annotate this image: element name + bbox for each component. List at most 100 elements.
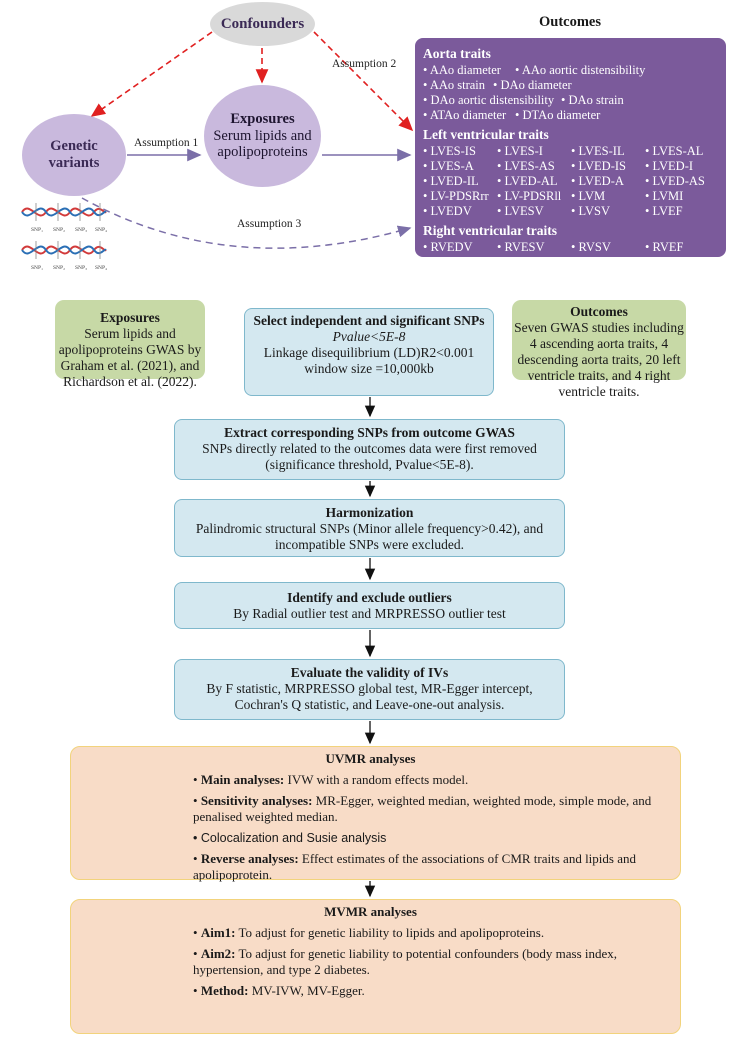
step-extract-snps: Extract corresponding SNPs from outcome … xyxy=(174,419,565,480)
exposures-box-title: Exposures xyxy=(100,310,160,325)
exposures-node-title: Exposures xyxy=(230,110,295,127)
snp-label: SNP₃ xyxy=(75,227,87,233)
mvmr-panel: MVMR analyses • Aim1: To adjust for gene… xyxy=(70,899,681,1034)
diagram-connectors: SNP₁ SNP₂ SNP₃ SNP₄ SNP₁ SNP₂ SNP₃ SNP₄ xyxy=(21,31,414,271)
left-ventricular-trait-item: • LVES-AL xyxy=(645,144,704,158)
left-ventricular-trait-item: • LVED-AL xyxy=(497,174,558,188)
step-harmonization-line1: Palindromic structural SNPs (Minor allel… xyxy=(195,521,544,536)
left-ventricular-trait-item: • LVESV xyxy=(497,204,544,218)
snp-label: SNP₃ xyxy=(75,265,87,271)
step-harmonization-title: Harmonization xyxy=(325,505,414,520)
left-ventricular-trait-item: • LV-PDSRrr xyxy=(423,189,489,203)
step-select-snps-line3: window size =10,000kb xyxy=(304,361,434,376)
left-ventricular-trait-item: • LVED-AS xyxy=(645,174,705,188)
left-ventricular-trait-item: • LVSV xyxy=(571,204,611,218)
snp-label: SNP₂ xyxy=(53,227,65,233)
genetic-variants-node: Genetic variants xyxy=(22,114,126,196)
left-ventricular-trait-item: • LVED-IL xyxy=(423,174,479,188)
step-outliers-line1: By Radial outlier test and MRPRESSO outl… xyxy=(233,606,506,621)
uvmr-main-analyses: • Main analyses: IVW with a random effec… xyxy=(193,772,469,787)
confounders-label: Confounders xyxy=(220,15,305,32)
snp-label: SNP₄ xyxy=(95,265,107,271)
right-ventricular-trait-item: • RVEDV xyxy=(423,240,473,254)
right-ventricular-trait-item: • RVEF xyxy=(645,240,684,254)
exposures-box-text: Serum lipids and apolipoproteins GWAS by… xyxy=(58,326,202,389)
aorta-traits-list: • AAo diameter • AAo aortic distensibilit… xyxy=(423,63,720,123)
confounders-node: Confounders xyxy=(210,2,315,46)
snp-label: SNP₂ xyxy=(53,265,65,271)
assumption2-label: Assumption 2 xyxy=(332,58,397,70)
aorta-trait-item: • AAo aortic distensibility xyxy=(515,63,646,77)
step-validity: Evaluate the validity of IVs By F statis… xyxy=(174,659,565,720)
left-ventricular-trait-item: • LVMI xyxy=(645,189,684,203)
mvmr-title: MVMR analyses xyxy=(324,904,417,919)
dna-helix-icon xyxy=(21,203,107,259)
aorta-trait-item: • DAo diameter xyxy=(493,78,572,92)
step-validity-line2: Cochran's Q statistic, and Leave-one-out… xyxy=(234,697,505,712)
uvmr-title: UVMR analyses xyxy=(325,751,416,766)
exposures-node-line1: Serum lipids and xyxy=(213,127,312,144)
step-select-snps: Select independent and significant SNPs … xyxy=(244,308,494,396)
left-ventricular-trait-item: • LVED-I xyxy=(645,159,694,173)
confounder-to-outcomes-arrow xyxy=(313,31,414,132)
snp-label: SNP₁ xyxy=(31,265,43,271)
aorta-trait-item: • AAo diameter xyxy=(423,63,501,77)
left-ventricular-trait-item: • LVES-IL xyxy=(571,144,625,158)
right-ventricular-trait-item: • RVESV xyxy=(497,240,545,254)
left-ventricular-trait-item: • LVEDV xyxy=(423,204,472,218)
outcomes-box-title: Outcomes xyxy=(570,304,628,319)
exposures-node-line2: apolipoproteins xyxy=(217,144,308,161)
left-ventricular-trait-item: • LVES-AS xyxy=(497,159,555,173)
step-harmonization: Harmonization Palindromic structural SNP… xyxy=(174,499,565,557)
uvmr-colocalization: • Colocalization and Susie analysis xyxy=(193,831,387,845)
step-extract-snps-title: Extract corresponding SNPs from outcome … xyxy=(224,425,515,440)
step-select-snps-line2: Linkage disequilibrium (LD)R2<0.001 xyxy=(263,345,475,360)
uvmr-sensitivity-analyses: • Sensitivity analyses: MR-Egger, weight… xyxy=(193,793,652,824)
aorta-trait-item: • DAo aortic distensibility xyxy=(423,93,555,107)
genetic-variants-line1: Genetic xyxy=(50,138,98,155)
step-extract-snps-line2: (significance threshold, Pvalue<5E-8). xyxy=(265,457,474,472)
snp-label: SNP₁ xyxy=(31,227,43,233)
right-ventricular-traits-list: • RVEDV • RVESV • RVSV • RVEF xyxy=(423,240,720,255)
step-validity-title: Evaluate the validity of IVs xyxy=(290,665,449,680)
left-ventricular-trait-item: • LVM xyxy=(571,189,606,203)
left-ventricular-traits-title: Left ventricular traits xyxy=(423,127,549,142)
aorta-trait-item: • DAo strain xyxy=(561,93,624,107)
step-extract-snps-line1: SNPs directly related to the outcomes da… xyxy=(202,441,537,456)
mvmr-aim1: • Aim1: To adjust for genetic liability … xyxy=(193,925,545,940)
genetic-variants-line2: variants xyxy=(48,155,100,171)
confounder-to-genetic-arrow xyxy=(90,31,213,117)
step-validity-line1: By F statistic, MRPRESSO global test, MR… xyxy=(206,681,533,696)
assumption3-label: Assumption 3 xyxy=(237,218,302,230)
assumption3-curve xyxy=(81,197,412,249)
right-ventricular-traits-title: Right ventricular traits xyxy=(423,223,557,238)
left-ventricular-trait-item: • LVES-IS xyxy=(423,144,476,158)
left-ventricular-trait-item: • LVED-A xyxy=(571,174,624,188)
right-ventricular-trait-item: • RVSV xyxy=(571,240,611,254)
aorta-traits-title: Aorta traits xyxy=(423,46,491,61)
outcomes-box-text: Seven GWAS studies including 4 ascending… xyxy=(514,320,684,399)
aorta-trait-item: • DTAo diameter xyxy=(515,108,601,122)
snp-label: SNP₄ xyxy=(95,227,107,233)
uvmr-panel: UVMR analyses • Main analyses: IVW with … xyxy=(70,746,681,882)
left-ventricular-trait-item: • LVED-IS xyxy=(571,159,626,173)
exposures-node: Exposures Serum lipids and apolipoprotei… xyxy=(204,85,321,187)
left-ventricular-trait-item: • LVES-A xyxy=(423,159,474,173)
step-select-snps-title: Select independent and significant SNPs xyxy=(253,313,485,328)
aorta-trait-item: • AAo strain xyxy=(423,78,486,92)
aorta-trait-item: • ATAo diameter xyxy=(423,108,507,122)
left-ventricular-traits-list: • LVES-IS• LVES-I• LVES-IL• LVES-AL• LVE… xyxy=(423,144,720,219)
left-ventricular-trait-item: • LV-PDSRll xyxy=(497,189,562,203)
left-ventricular-trait-item: • LVES-I xyxy=(497,144,543,158)
step-select-snps-line1: Pvalue<5E-8 xyxy=(332,329,406,344)
assumption1-label: Assumption 1 xyxy=(134,137,199,149)
mvmr-aim2: • Aim2: To adjust for genetic liability … xyxy=(193,946,618,977)
outcomes-panel: Aorta traits • AAo diameter • AAo aortic … xyxy=(415,38,726,257)
left-ventricular-trait-item: • LVEF xyxy=(645,204,683,218)
step-outliers: Identify and exclude outliers By Radial … xyxy=(174,582,565,629)
step-harmonization-line2: incompatible SNPs were excluded. xyxy=(275,537,464,552)
uvmr-reverse-analyses: • Reverse analyses: Effect estimates of … xyxy=(193,851,636,882)
mvmr-method: • Method: MV-IVW, MV-Egger. xyxy=(193,983,365,998)
step-outliers-title: Identify and exclude outliers xyxy=(287,590,452,605)
outcomes-title: Outcomes xyxy=(538,14,601,30)
